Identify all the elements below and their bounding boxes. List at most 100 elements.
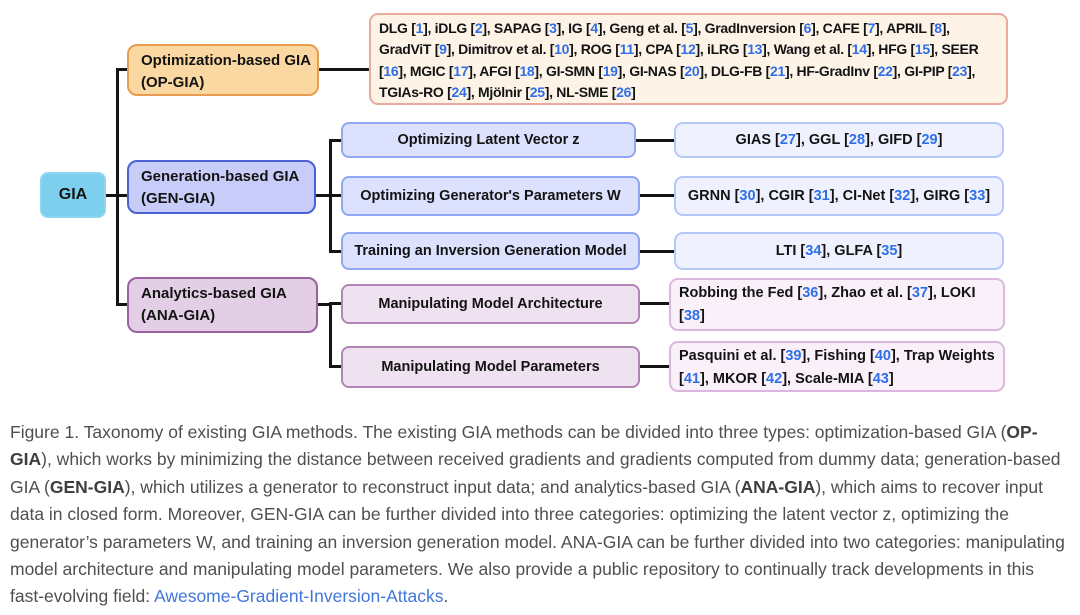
citations-model-architecture: Robbing the Fed [36], Zhao et al. [37], …: [669, 278, 1005, 331]
connector-line: [329, 365, 341, 368]
citation-ref[interactable]: 30: [739, 188, 756, 204]
citation-ref[interactable]: 16: [383, 62, 399, 79]
connector-line: [315, 194, 331, 197]
citation-ref[interactable]: 39: [785, 348, 802, 364]
connector-line: [318, 68, 369, 71]
citation-ref[interactable]: 17: [453, 62, 469, 79]
citation-ref[interactable]: 22: [877, 62, 893, 79]
citation-ref[interactable]: 34: [805, 243, 822, 259]
node-training-inversion-generation-model: Training an Inversion Generation Model: [341, 232, 640, 270]
citation-ref[interactable]: 43: [872, 371, 889, 387]
citation-list: GIAS [27], GGL [28], GIFD [29]: [735, 132, 943, 148]
node-gen-gia-abbr: (GEN-GIA): [141, 190, 216, 207]
citation-ref[interactable]: 14: [851, 41, 867, 58]
caption-text: OP-GIA: [10, 422, 1038, 470]
connector-line: [317, 303, 331, 306]
citations-inversion-model: LTI [34], GLFA [35]: [674, 232, 1004, 270]
node-gen-gia: Generation-based GIA (GEN-GIA): [127, 160, 316, 214]
node-label: Manipulating Model Architecture: [378, 296, 603, 312]
citation-ref[interactable]: 4: [590, 20, 598, 36]
connector-line: [116, 68, 129, 71]
citations-generator-parameters: GRNN [30], CGIR [31], CI-Net [32], GIRG …: [674, 176, 1004, 216]
node-op-gia-abbr: (OP-GIA): [141, 74, 205, 91]
node-label: Manipulating Model Parameters: [381, 359, 600, 375]
citation-ref[interactable]: 38: [683, 308, 700, 324]
citation-ref[interactable]: 27: [779, 132, 796, 148]
citation-ref[interactable]: 21: [769, 62, 785, 79]
citation-ref[interactable]: 3: [549, 20, 557, 36]
citation-ref[interactable]: 19: [602, 62, 618, 79]
connector-line: [639, 365, 669, 368]
citation-ref[interactable]: 12: [680, 41, 696, 58]
node-ana-gia: Analytics-based GIA (ANA-GIA): [127, 277, 318, 333]
node-optimizing-generators-parameters-w: Optimizing Generator's Parameters W: [341, 176, 640, 216]
citation-ref[interactable]: 1: [415, 20, 424, 36]
node-manipulating-model-parameters: Manipulating Model Parameters: [341, 346, 640, 388]
citation-list: GRNN [30], CGIR [31], CI-Net [32], GIRG …: [687, 188, 991, 204]
citation-ref[interactable]: 26: [616, 83, 632, 100]
citation-ref[interactable]: 18: [519, 62, 535, 79]
citation-ref[interactable]: 32: [894, 188, 911, 204]
citation-ref[interactable]: 8: [934, 20, 942, 36]
citation-list: Robbing the Fed [36], Zhao et al. [37], …: [679, 285, 976, 324]
citation-ref[interactable]: 2: [474, 20, 483, 36]
citation-ref[interactable]: 35: [881, 243, 898, 259]
connector-line: [639, 194, 674, 197]
citation-ref[interactable]: 28: [848, 132, 866, 148]
citation-ref[interactable]: 36: [802, 285, 819, 301]
node-label: Optimizing Generator's Parameters W: [360, 188, 621, 204]
node-op-gia-label: Optimization-based GIA: [141, 52, 312, 69]
citation-ref[interactable]: 23: [952, 62, 968, 79]
node-manipulating-model-architecture: Manipulating Model Architecture: [341, 284, 640, 324]
citation-ref[interactable]: 31: [813, 188, 830, 204]
citation-ref[interactable]: 37: [911, 285, 928, 301]
citation-ref[interactable]: 10: [554, 41, 570, 58]
connector-line: [116, 303, 129, 306]
citations-model-parameters: Pasquini et al. [39], Fishing [40], Trap…: [669, 341, 1005, 392]
node-label: Training an Inversion Generation Model: [354, 243, 627, 259]
caption-text: ), which aims to recover input data in c…: [10, 476, 1065, 607]
connector-line: [329, 302, 341, 305]
citations-op-gia: DLG [1], iDLG [2], SAPAG [3], IG [4], Ge…: [369, 13, 1008, 105]
citation-ref[interactable]: 25: [529, 83, 545, 100]
node-gia: GIA: [40, 172, 106, 218]
citation-ref[interactable]: 33: [969, 188, 986, 204]
caption-text: ANA-GIA: [740, 476, 816, 497]
connector-line: [639, 250, 674, 253]
caption-text: Figure 1. Taxonomy of existing GIA metho…: [10, 422, 1007, 442]
citation-ref[interactable]: 13: [747, 41, 763, 58]
repo-link[interactable]: Awesome-Gradient-Inversion-Attacks: [153, 586, 444, 607]
node-gen-gia-label: Generation-based GIA: [141, 168, 300, 185]
citation-ref[interactable]: 24: [451, 83, 467, 100]
citation-list: DLG [1], iDLG [2], SAPAG [3], IG [4], Ge…: [379, 20, 979, 100]
connector-line: [329, 139, 341, 142]
connector-line: [116, 68, 119, 306]
citation-ref[interactable]: 7: [867, 20, 876, 36]
figure-caption: Figure 1. Taxonomy of existing GIA metho…: [10, 419, 1072, 611]
citation-ref[interactable]: 41: [683, 371, 700, 387]
citations-latent-vector: GIAS [27], GGL [28], GIFD [29]: [674, 122, 1004, 158]
connector-line: [329, 194, 341, 197]
citation-ref[interactable]: 5: [685, 20, 694, 36]
citation-ref[interactable]: 9: [439, 41, 447, 58]
node-ana-gia-abbr: (ANA-GIA): [141, 307, 216, 324]
citation-list: Pasquini et al. [39], Fishing [40], Trap…: [679, 348, 995, 387]
connector-line: [329, 302, 332, 368]
citation-ref[interactable]: 11: [619, 41, 635, 58]
citation-ref[interactable]: 40: [874, 348, 891, 364]
node-gia-label: GIA: [58, 186, 88, 203]
citation-ref[interactable]: 6: [803, 20, 812, 36]
node-label: Optimizing Latent Vector z: [397, 132, 580, 148]
citation-ref[interactable]: 15: [914, 41, 930, 58]
caption-text: ), which works by minimizing the distanc…: [10, 449, 1061, 497]
caption-text: ), which utilizes a generator to reconst…: [124, 476, 741, 497]
citation-ref[interactable]: 20: [684, 62, 700, 79]
caption-text: GEN-GIA: [49, 476, 125, 497]
citation-ref[interactable]: 42: [766, 371, 783, 387]
connector-line: [639, 302, 669, 305]
connector-line: [635, 139, 674, 142]
caption-text: .: [443, 586, 449, 607]
citation-ref[interactable]: 29: [921, 132, 938, 148]
citation-list: LTI [34], GLFA [35]: [775, 243, 903, 259]
